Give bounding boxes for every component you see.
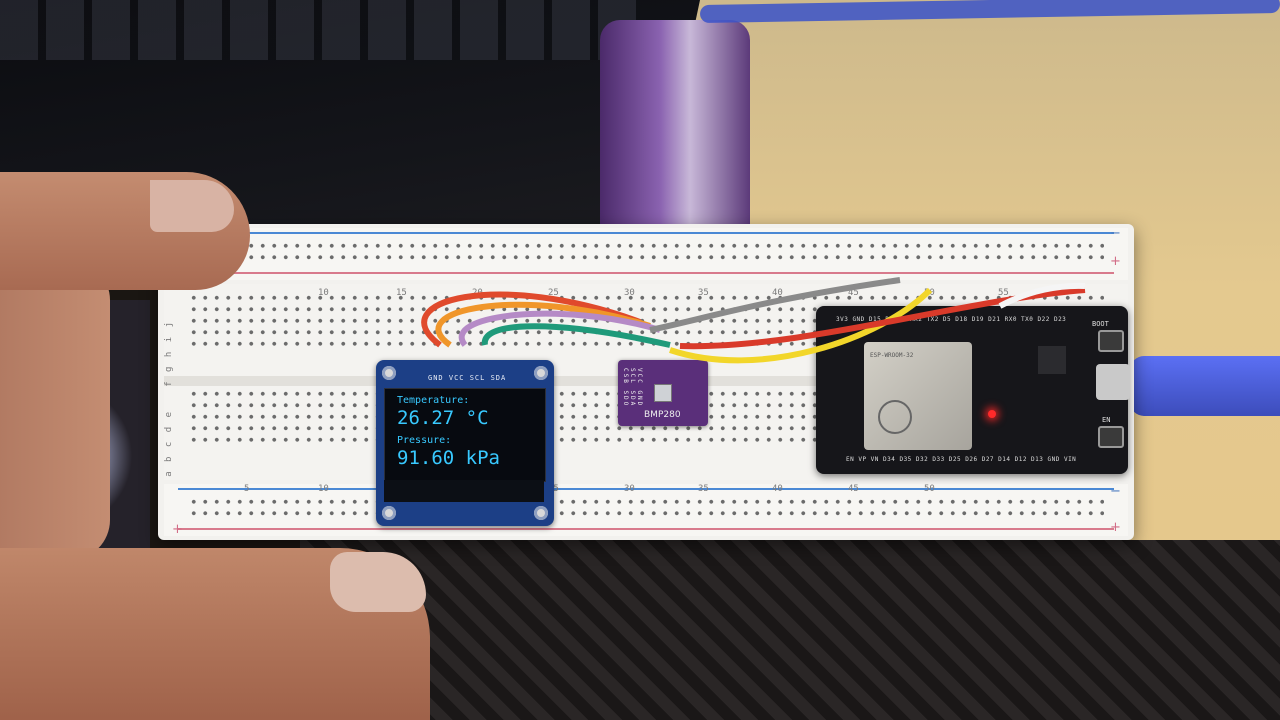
esp32-module-shield: ESP-WROOM-32	[864, 342, 972, 450]
usb-uart-chip	[1038, 346, 1066, 374]
wire-red	[421, 291, 642, 348]
temperature-label: Temperature:	[397, 395, 470, 406]
col-number: 35	[698, 484, 709, 494]
pressure-value: 91.60 kPa	[397, 447, 500, 469]
temperature-value: 26.27 °C	[397, 407, 489, 429]
col-number: 5	[244, 484, 250, 494]
col-number: 30	[624, 288, 635, 298]
col-number: 45	[848, 288, 859, 298]
rail-minus-bottom-right: −	[1110, 484, 1121, 499]
wire-red-long	[679, 287, 1086, 350]
micro-usb-port	[1096, 364, 1130, 400]
col-number: 55	[998, 288, 1009, 298]
oled-glass-edge	[384, 480, 544, 502]
boot-button[interactable]	[1098, 330, 1124, 352]
mount-hole	[534, 366, 548, 380]
col-number: 40	[772, 288, 783, 298]
oled-display-module: GND VCC SCL SDA Temperature: 26.27 °C Pr…	[376, 360, 554, 526]
wire-green	[481, 323, 671, 348]
col-number: 35	[698, 288, 709, 298]
en-button-label: EN	[1102, 416, 1111, 424]
usb-cable-right	[1130, 356, 1280, 416]
hand-palm	[0, 260, 110, 560]
col-number: 50	[924, 484, 935, 494]
mount-hole	[534, 506, 548, 520]
en-button[interactable]	[1098, 426, 1124, 448]
col-number: 40	[772, 484, 783, 494]
espressif-logo-icon	[878, 400, 912, 434]
esp32-top-pin-labels: 3V3 GND D15 D2 D4 RX2 TX2 D5 D18 D19 D21…	[836, 316, 1067, 323]
bmp280-label: BMP280	[644, 410, 681, 420]
power-rail-top	[164, 228, 1128, 280]
oled-pin-label: GND VCC SCL SDA	[428, 374, 507, 382]
col-number: 10	[318, 484, 329, 494]
col-number: 30	[624, 484, 635, 494]
wire-white	[998, 282, 1086, 309]
purple-bottle	[600, 20, 750, 230]
wire-purple	[458, 310, 661, 347]
wire-yellow	[669, 287, 933, 364]
pressure-label: Pressure:	[397, 435, 452, 446]
mount-hole	[382, 506, 396, 520]
patterned-mat	[300, 540, 1280, 720]
rail-plus-bottom-left: +	[172, 522, 183, 537]
bmp280-sensor-module: VCC GND SCL SDA CSB SDO BMP280	[618, 360, 708, 426]
wire-orange	[435, 301, 651, 348]
col-number: 15	[396, 288, 407, 298]
power-rail-bottom	[164, 484, 1128, 536]
thumbnail	[330, 552, 426, 612]
col-number: 25	[548, 288, 559, 298]
power-led	[988, 410, 996, 418]
esp32-bottom-pin-labels: EN VP VN D34 D35 D32 D33 D25 D26 D27 D14…	[846, 456, 1077, 463]
rail-minus-top-right: −	[1110, 226, 1121, 241]
fingernail-top	[150, 180, 234, 232]
keyboard-keys	[0, 0, 640, 60]
bmp280-chip	[654, 384, 672, 402]
col-number: 45	[848, 484, 859, 494]
col-number: 10	[318, 288, 329, 298]
mount-hole	[382, 366, 396, 380]
wire-gray	[649, 277, 901, 333]
rail-plus-bottom-right: +	[1110, 520, 1121, 535]
bmp280-pin-labels: VCC GND SCL SDA CSB SDO	[622, 368, 643, 408]
esp32-shield-text: ESP-WROOM-32	[870, 352, 914, 359]
boot-button-label: BOOT	[1092, 320, 1109, 328]
oled-screen: Temperature: 26.27 °C Pressure: 91.60 kP…	[384, 388, 546, 482]
rail-plus-top-right: +	[1110, 254, 1121, 269]
